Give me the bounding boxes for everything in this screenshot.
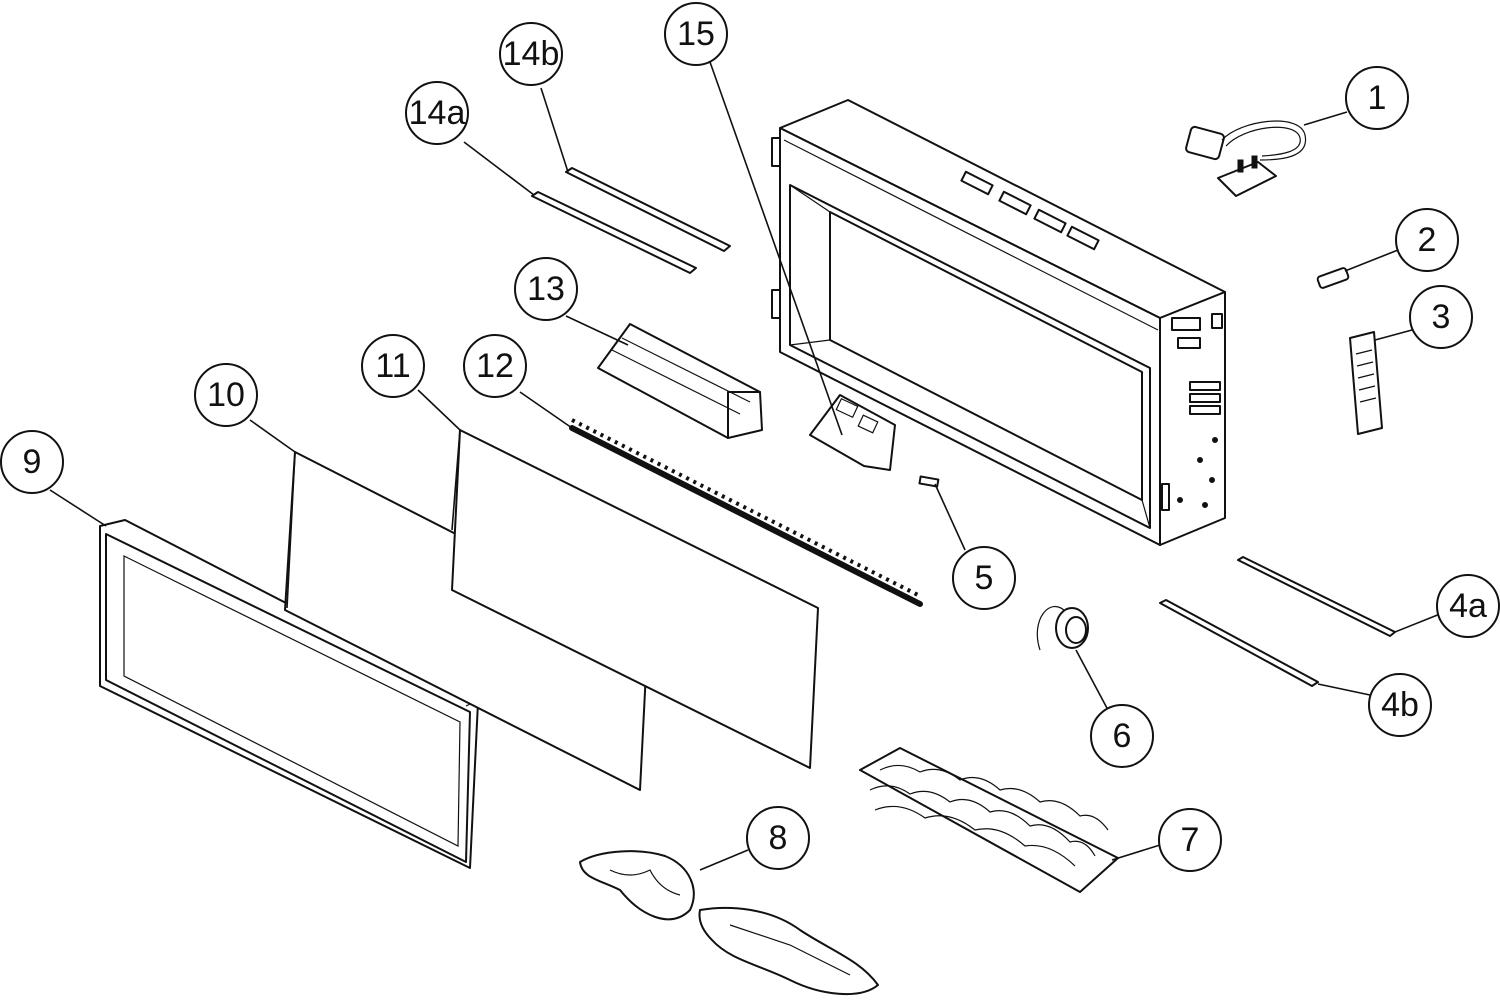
callout-13: 13 xyxy=(514,257,578,321)
strip-14b xyxy=(565,167,731,252)
remote-control xyxy=(1349,331,1383,435)
chassis xyxy=(771,99,1226,546)
callout-label: 4b xyxy=(1381,686,1419,724)
bar-4b xyxy=(1159,599,1319,687)
callout-12: 12 xyxy=(463,334,527,398)
callout-14b: 14b xyxy=(499,22,563,86)
callout-label: 1 xyxy=(1368,79,1387,117)
front-frame xyxy=(99,519,479,869)
callout-3: 3 xyxy=(1409,285,1473,349)
callout-6: 6 xyxy=(1090,704,1154,768)
callout-label: 11 xyxy=(375,347,410,385)
callout-label: 3 xyxy=(1432,298,1451,336)
ember-bed xyxy=(859,747,1119,893)
bar-4a xyxy=(1237,556,1396,637)
callout-4b: 4b xyxy=(1368,673,1432,737)
callout-label: 13 xyxy=(527,270,565,308)
callout-label: 9 xyxy=(23,443,42,481)
callout-9: 9 xyxy=(0,430,64,494)
callout-10: 10 xyxy=(194,363,258,427)
heater-unit xyxy=(597,323,763,439)
clip-part xyxy=(918,475,940,488)
callout-5: 5 xyxy=(952,546,1016,610)
leader-lines xyxy=(49,61,1441,871)
glass-panel-11 xyxy=(451,429,819,769)
motor-part xyxy=(1036,605,1089,651)
power-cord xyxy=(1185,120,1307,197)
callout-label: 12 xyxy=(476,347,514,385)
spiral-rod xyxy=(569,418,923,607)
callout-label: 2 xyxy=(1418,221,1437,259)
log-set xyxy=(579,850,879,996)
callout-4a: 4a xyxy=(1436,574,1500,638)
callout-label: 7 xyxy=(1181,821,1200,859)
callout-label: 4a xyxy=(1449,587,1487,625)
callout-1: 1 xyxy=(1345,66,1409,130)
callout-label: 14b xyxy=(503,35,560,73)
callout-8: 8 xyxy=(746,806,810,870)
control-board xyxy=(809,394,896,471)
callout-label: 14a xyxy=(409,94,466,132)
callout-label: 5 xyxy=(975,559,994,597)
callout-label: 10 xyxy=(207,376,245,414)
strip-14a xyxy=(531,191,697,274)
callout-label: 15 xyxy=(677,15,715,53)
callout-2: 2 xyxy=(1395,208,1459,272)
callout-15: 15 xyxy=(664,2,728,66)
callout-14a: 14a xyxy=(405,81,469,145)
callout-7: 7 xyxy=(1158,808,1222,872)
connector-part xyxy=(1316,267,1350,289)
callout-label: 8 xyxy=(769,819,788,857)
callout-label: 6 xyxy=(1113,717,1132,755)
callout-11: 11 xyxy=(361,334,425,398)
